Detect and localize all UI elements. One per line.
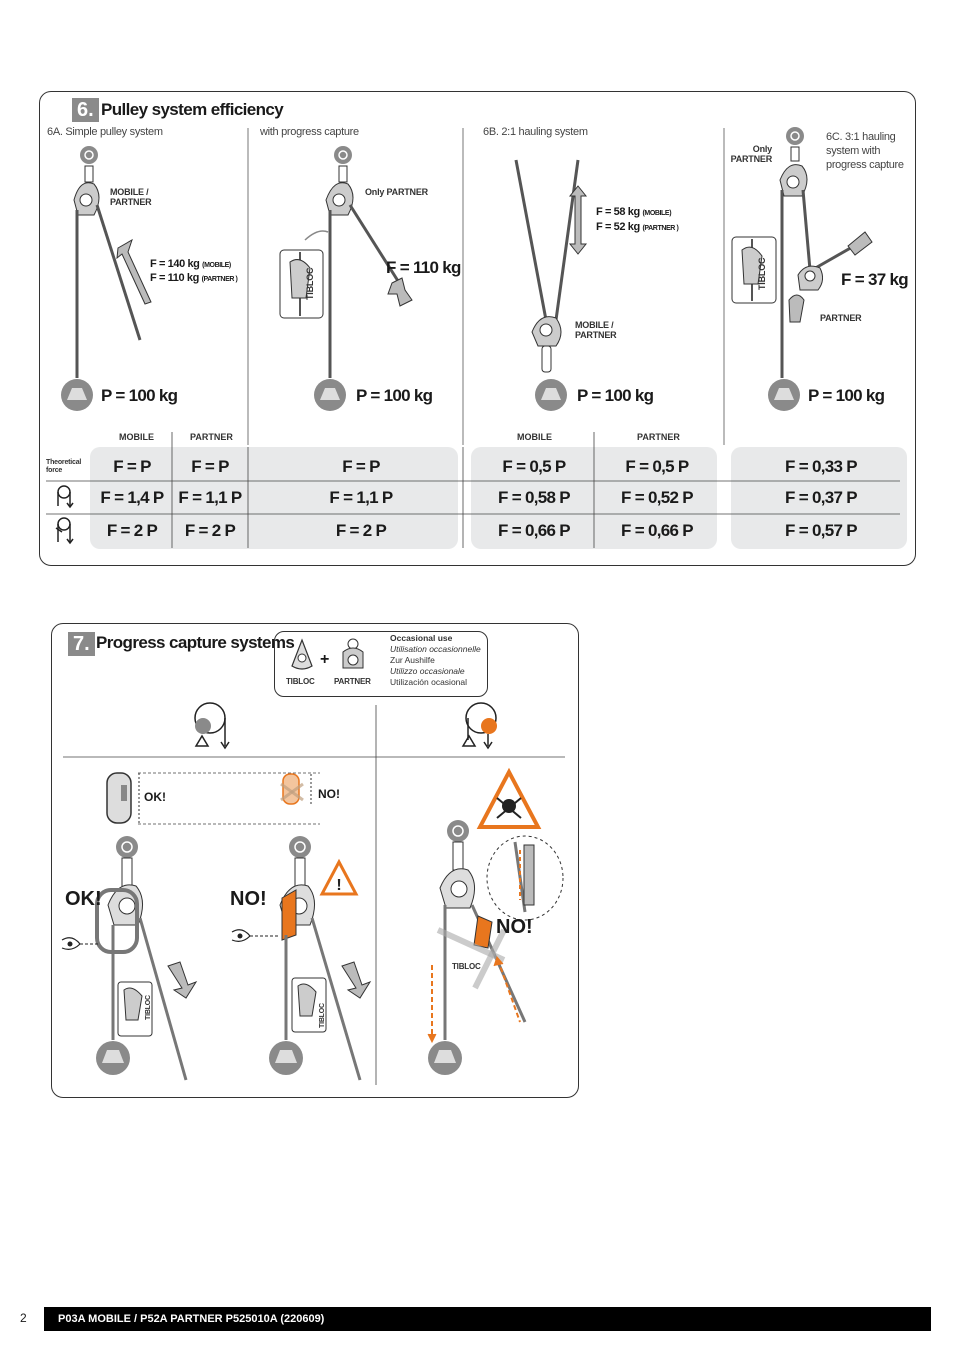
cell-r3-c5: F = 0,66 P [621, 521, 694, 540]
cell-r1-c1: F = P [113, 457, 151, 476]
tibloc-icon [291, 638, 313, 670]
ok-small-label: OK! [144, 790, 166, 804]
label-partner-6c: PARTNER [820, 313, 862, 323]
force-6b-mobile: F = 58 kg (MOBILE) [596, 206, 672, 218]
ok-carabiner-icon [106, 772, 140, 824]
cell-r3-c4: F = 0,66 P [498, 521, 571, 540]
pulley-6b-illustration [514, 159, 588, 411]
load-6a: P = 100 kg [101, 386, 178, 405]
page-number: 2 [20, 1311, 27, 1325]
col-header-partner-6b: PARTNER [637, 432, 680, 442]
cell-r2-c4: F = 0,58 P [498, 488, 571, 507]
subtitle-6a: 6A. Simple pulley system [47, 126, 163, 138]
subtitle-6a-progress: with progress capture [260, 126, 359, 138]
occasional-use-text: Occasional use Utilisation occasionnelle… [390, 633, 481, 687]
cell-r1-c3: F = P [342, 457, 380, 476]
orange-config-icon [461, 702, 497, 750]
cell-r1-c4: F = 0,5 P [502, 457, 566, 476]
section-title: Pulley system efficiency [101, 100, 284, 119]
section-number: 6. [72, 98, 99, 122]
label-mobile-partner-6a: MOBILE / PARTNER [110, 187, 152, 207]
cell-r3-c1: F = 2 P [106, 521, 158, 540]
ok-big-label: OK! [65, 888, 102, 910]
pulley-with-capture-icon [55, 517, 74, 545]
force-6a-mobile: F = 140 kg (MOBILE) [150, 258, 231, 270]
col-header-mobile-6b: MOBILE [517, 432, 552, 442]
no-big-label: NO! [230, 888, 267, 910]
cell-r2-c5: F = 0,52 P [621, 488, 694, 507]
cell-r3-c6: F = 0,57 P [785, 521, 858, 540]
occasional-use-box [274, 631, 488, 697]
force-6b-partner: F = 52 kg (PARTNER ) [596, 221, 679, 233]
single-pulley-icon [57, 485, 74, 509]
force-6a-partner: F = 110 kg (PARTNER ) [150, 272, 238, 284]
load-6c: P = 100 kg [808, 386, 885, 405]
table-lines [46, 432, 900, 548]
table-bg-6c [731, 447, 907, 549]
no-right-label: NO! [496, 916, 533, 938]
cell-r1-c2: F = P [191, 457, 229, 476]
col-header-mobile: MOBILE [119, 432, 154, 442]
tibloc-name: TIBLOC [286, 677, 315, 686]
subtitle-6c: 6C. 3:1 hauling system with progress cap… [826, 131, 904, 171]
load-6a-progress: P = 100 kg [356, 386, 433, 405]
cell-r3-c3: F = 2 P [335, 521, 387, 540]
cell-r2-c2: F = 1,1 P [178, 488, 242, 507]
partner-name: PARTNER [334, 677, 371, 686]
label-mobile-partner-6b: MOBILE / PARTNER [575, 320, 617, 340]
force-6c: F = 37 kg [841, 270, 909, 289]
theoretical-force-label: Theoretical force [46, 459, 82, 474]
cell-r3-c2: F = 2 P [184, 521, 236, 540]
plus-sign: + [320, 651, 330, 668]
section-number-7: 7. [68, 632, 95, 656]
label-only-partner-6c: Only PARTNER [730, 144, 773, 164]
table-bg-6a [90, 447, 458, 549]
cell-r2-c3: F = 1,1 P [329, 488, 393, 507]
no-small-label: NO! [318, 787, 340, 801]
tibloc-small-label: TIBLOC [452, 962, 481, 971]
svg-text:!: ! [336, 877, 341, 894]
cell-r1-c6: F = 0,33 P [785, 457, 858, 476]
label-only-partner: Only PARTNER [365, 187, 428, 197]
subtitle-6b: 6B. 2:1 hauling system [483, 126, 588, 138]
no-small-carabiner-icon [280, 773, 312, 805]
cell-r2-c1: F = 1,4 P [100, 488, 164, 507]
load-6b: P = 100 kg [577, 386, 654, 405]
grey-config-icon [194, 702, 230, 750]
cell-r2-c6: F = 0,37 P [785, 488, 858, 507]
pulley-6a-progress-illustration [279, 146, 413, 411]
cell-r1-c5: F = 0,5 P [625, 457, 689, 476]
force-6a-progress: F = 110 kg [386, 258, 461, 277]
pulley-6c-illustration [731, 127, 873, 411]
column-dividers [247, 128, 725, 445]
section-title-7: Progress capture systems [96, 633, 295, 652]
partner-pulley-icon [342, 638, 364, 669]
pulley-6a-illustration [61, 146, 152, 411]
footer-bar: P03A MOBILE / P52A PARTNER P525010A (220… [44, 1307, 931, 1331]
col-header-partner: PARTNER [190, 432, 233, 442]
